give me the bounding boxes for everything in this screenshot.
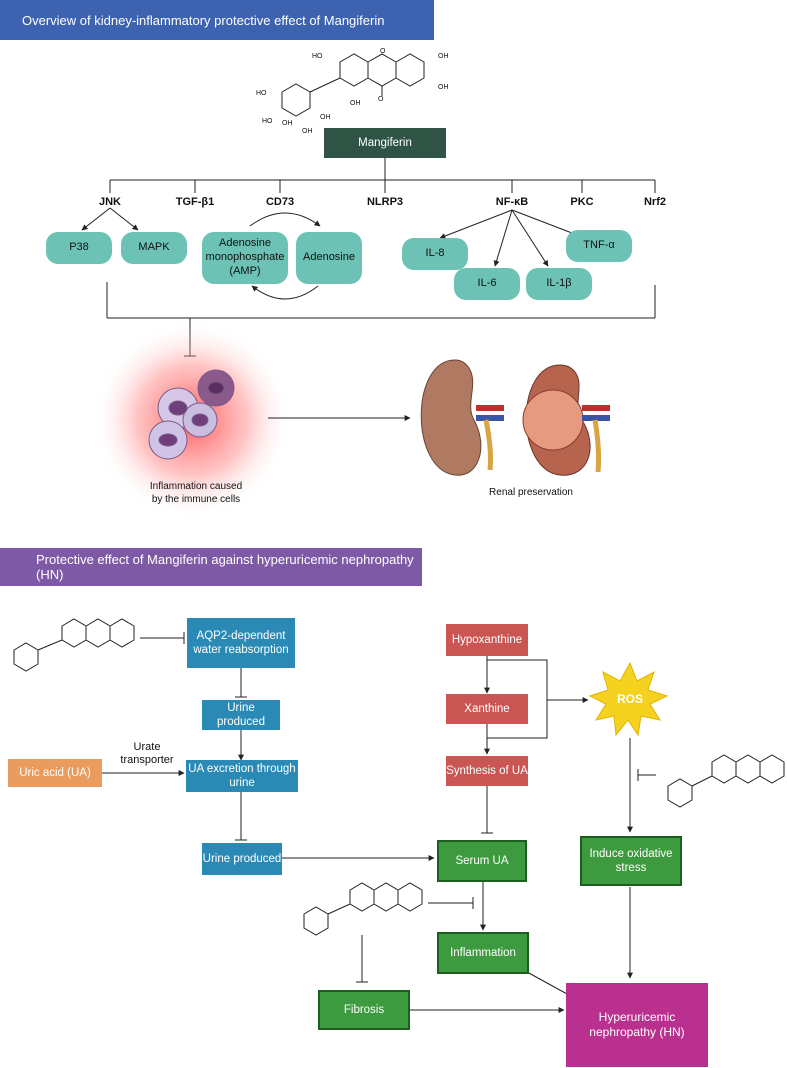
node-adenosine: Adenosine: [296, 232, 362, 284]
node-amp-label: Adenosine monophosphate (AMP): [205, 237, 285, 277]
molecule-label: O: [380, 48, 386, 55]
molecule-label: OH: [350, 100, 361, 107]
hn-box: Hyperuricemic nephropathy (HN): [566, 983, 708, 1067]
node-il1b: IL-1β: [526, 268, 592, 300]
kidney-illustration: [420, 359, 610, 476]
section1-title: Overview of kidney-inflammatory protecti…: [22, 12, 385, 28]
target-jnk: JNK: [98, 196, 122, 208]
molecule-label: OH: [282, 120, 293, 127]
inflammation-caption: Inflammation caused by the immune cells: [149, 481, 243, 505]
molecule-label: OH: [438, 53, 449, 60]
ros-star: [588, 661, 669, 737]
aqp2-box: AQP2-dependent water reabsorption: [187, 618, 295, 668]
mangiferin-structure-left: [13, 618, 135, 672]
urate-transporter-label: Urate transporter: [120, 741, 174, 767]
node-p38: P38: [46, 232, 112, 264]
urine-produced-2-box: Urine produced: [202, 843, 282, 875]
mangiferin-box: Mangiferin: [324, 128, 446, 158]
target-nrf2: Nrf2: [643, 196, 667, 208]
mangiferin-structure-right: [667, 754, 785, 808]
renal-preservation-caption: Renal preservation: [489, 487, 573, 498]
section2-title-banner: Protective effect of Mangiferin against …: [0, 548, 422, 586]
node-il6: IL-6: [454, 268, 520, 300]
node-il8: IL-8: [402, 238, 468, 270]
molecule-label: OH: [320, 114, 331, 121]
urine-produced-1-box: Urine produced: [202, 700, 280, 730]
xanthine-box: Xanthine: [446, 694, 528, 724]
molecule-label: OH: [302, 128, 313, 135]
molecule-label: O: [378, 96, 384, 103]
node-mapk: MAPK: [121, 232, 187, 264]
immune-cells: [148, 369, 235, 460]
molecule-label: OH: [438, 84, 449, 91]
target-tgf-b1: TGF-β1: [175, 196, 215, 208]
node-tnf-a: TNF-α: [566, 230, 632, 262]
target-nlrp3: NLRP3: [366, 196, 404, 208]
ua-excretion-box: UA excretion through urine: [186, 760, 298, 792]
uric-acid-box: Uric acid (UA): [8, 759, 102, 787]
target-nf-kb: NF-κB: [495, 196, 529, 208]
synthesis-ua-box: Synthesis of UA: [446, 756, 528, 786]
section1-title-banner: Overview of kidney-inflammatory protecti…: [0, 0, 434, 40]
hypoxanthine-box: Hypoxanthine: [446, 624, 528, 656]
serum-ua-box: Serum UA: [437, 840, 527, 882]
node-amp: Adenosine monophosphate (AMP): [202, 232, 288, 284]
oxidative-stress-box: Induce oxidative stress: [580, 836, 682, 886]
molecule-label: HO: [312, 53, 323, 60]
mangiferin-structure-bottom: [303, 882, 423, 936]
inflammation-box: Inflammation: [437, 932, 529, 974]
molecule-label: HO: [262, 118, 273, 125]
target-cd73: CD73: [265, 196, 295, 208]
section2-title: Protective effect of Mangiferin against …: [36, 552, 414, 582]
molecule-label: HO: [256, 90, 267, 97]
mangiferin-label: Mangiferin: [358, 136, 412, 149]
target-pkc: PKC: [570, 196, 594, 208]
mangiferin-structure-top: [281, 53, 425, 117]
fibrosis-box: Fibrosis: [318, 990, 410, 1030]
ros-label: ROS: [616, 692, 643, 706]
